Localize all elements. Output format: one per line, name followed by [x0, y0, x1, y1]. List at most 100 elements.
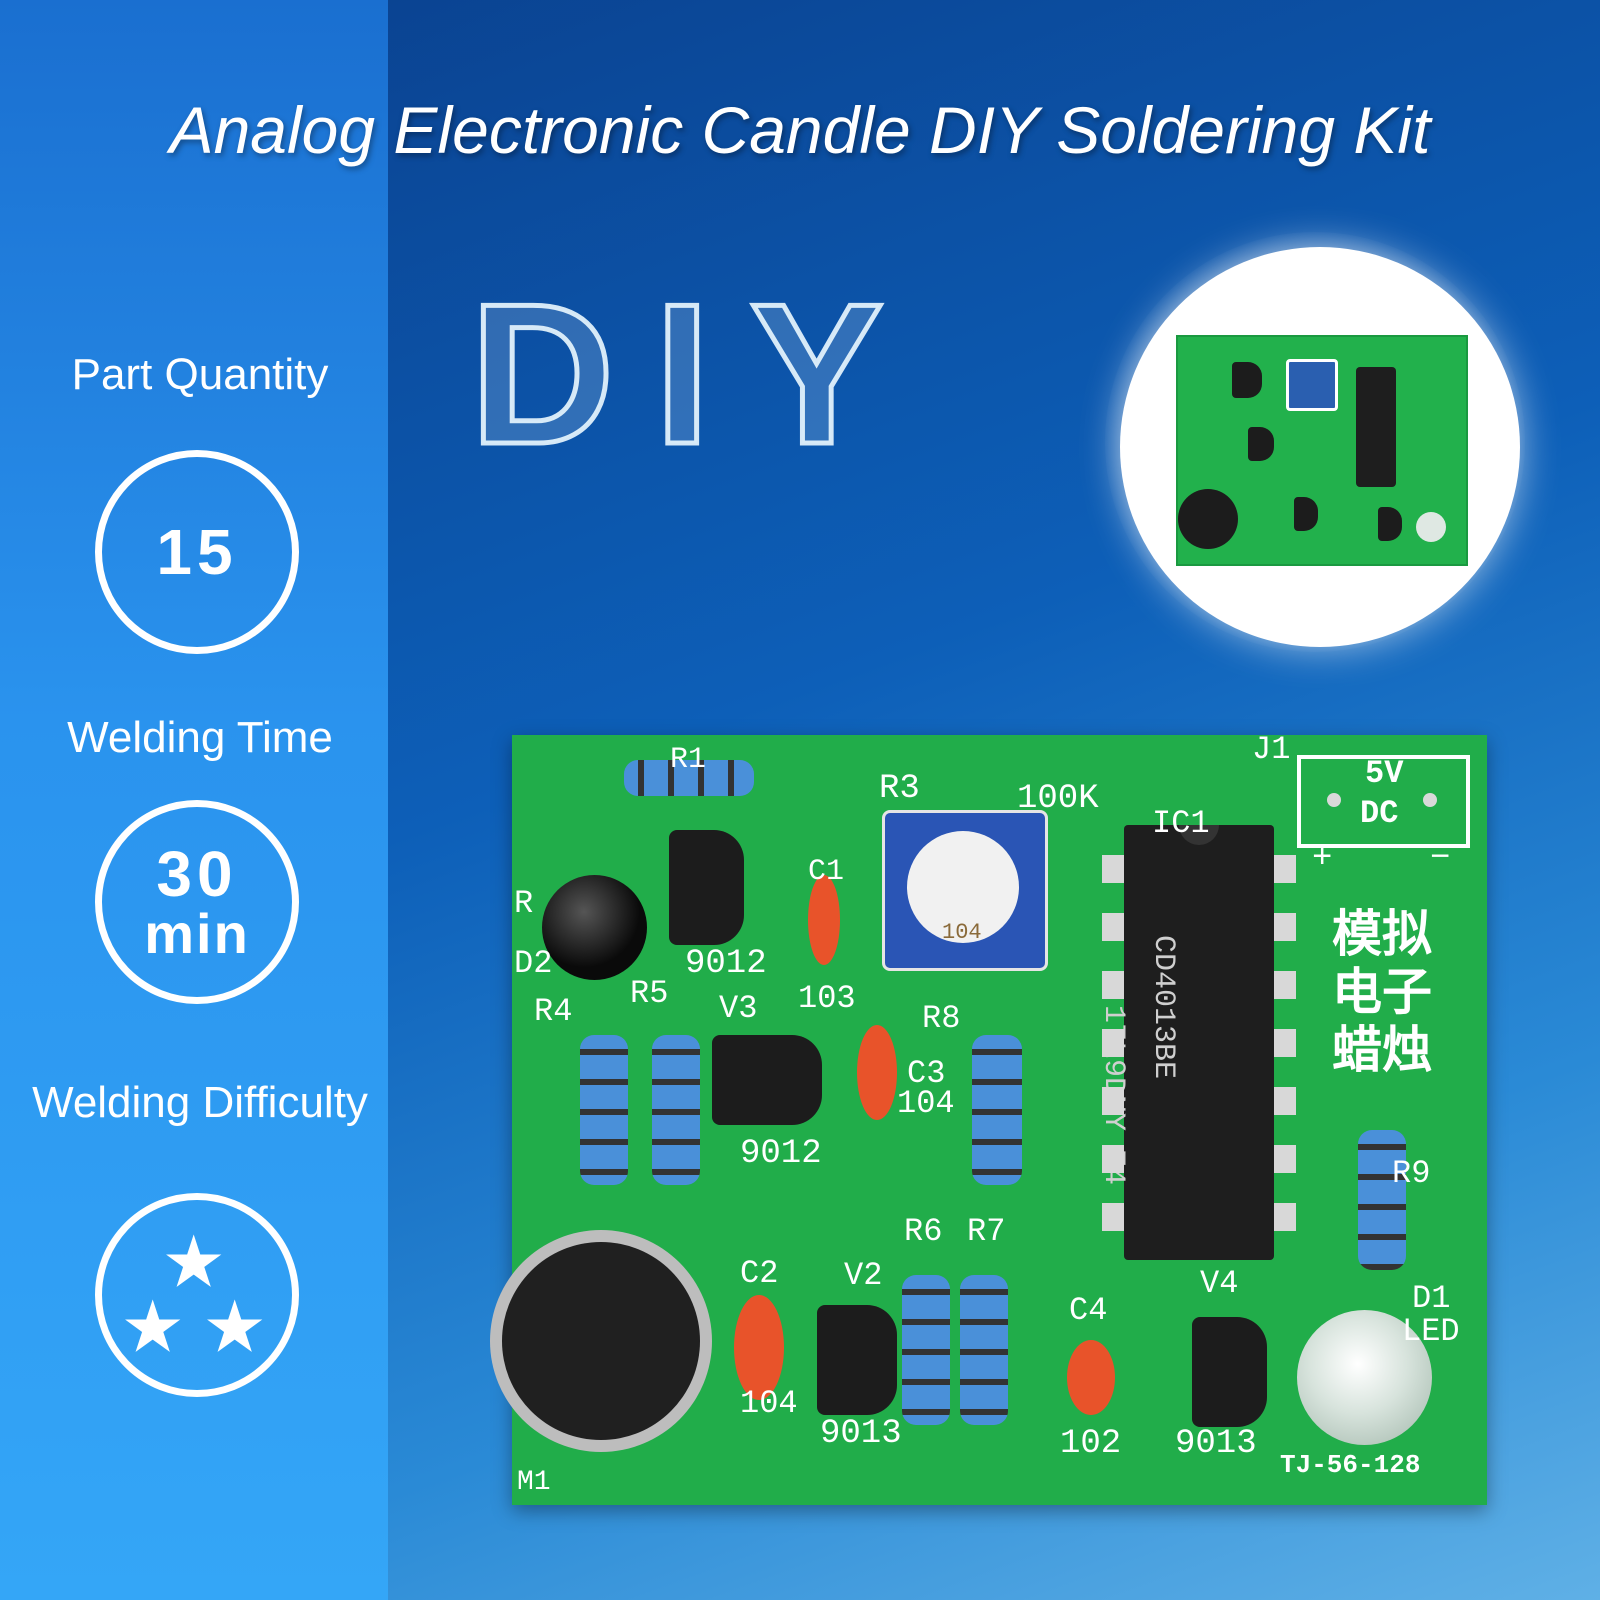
transistor-v2	[817, 1305, 897, 1415]
microphone-m1-shell	[490, 1230, 712, 1452]
silk-c4: C4	[1069, 1292, 1108, 1329]
thumb-potentiometer	[1286, 359, 1338, 411]
stat-circle-welding-difficulty: ★ ★ ★	[95, 1193, 299, 1397]
cn-line2: 电子	[1332, 963, 1432, 1021]
ic-pin	[1102, 1087, 1124, 1115]
resistor-r5	[652, 1035, 700, 1185]
capacitor-c1	[808, 875, 840, 965]
resistor-r4	[580, 1035, 628, 1185]
silk-v4-value: 9013	[1175, 1425, 1257, 1463]
silk-v2-value: 9013	[820, 1415, 902, 1453]
transistor-v3	[712, 1035, 822, 1125]
ic-notch	[1179, 825, 1219, 845]
capacitor-c2	[734, 1295, 784, 1400]
silk-c3: C3	[907, 1055, 946, 1092]
stat-unit-welding-time: min	[144, 902, 250, 965]
silk-d1: D1	[1412, 1280, 1451, 1317]
silk-ic-line2: CD4013BE	[1146, 935, 1180, 1080]
ic-pin	[1102, 971, 1124, 999]
capacitor-c3	[857, 1025, 897, 1120]
power-connector-outline	[1297, 755, 1470, 848]
silk-c2: C2	[740, 1255, 779, 1292]
pcb-board: R1 R D2 9012 C1 103 R3 100K 104 R4 R5 V3…	[490, 731, 1487, 1505]
stat-label-welding-difficulty: Welding Difficulty	[32, 1078, 368, 1127]
silk-c4-value: 102	[1060, 1425, 1122, 1463]
transistor-v4	[1192, 1317, 1267, 1427]
silk-m1: M1	[517, 1467, 551, 1498]
stat-label-part-quantity: Part Quantity	[71, 350, 329, 399]
silk-r9: R9	[1392, 1155, 1431, 1192]
page-title: Analog Electronic Candle DIY Soldering K…	[169, 93, 1431, 167]
silk-r4: R4	[534, 993, 573, 1030]
silk-r7: R7	[967, 1213, 1006, 1250]
resistor-r1	[624, 760, 754, 796]
potentiometer-r3	[882, 810, 1048, 971]
stat-label-welding-time: Welding Time	[67, 713, 333, 762]
silk-v4: V4	[1200, 1265, 1239, 1302]
pcb-thumbnail	[1176, 335, 1468, 566]
ic-pin	[1274, 1145, 1296, 1173]
pot-dial	[907, 831, 1019, 943]
thumb-transistor	[1248, 427, 1274, 461]
silk-v2: V2	[844, 1257, 883, 1294]
ic-pin	[1274, 1203, 1296, 1231]
star-icon: ★	[165, 1226, 223, 1298]
silk-c3-value: 104	[897, 1085, 955, 1122]
silk-r5: R5	[630, 975, 669, 1012]
microphone-mesh	[502, 1242, 700, 1440]
silk-board-code: TJ-56-128	[1280, 1450, 1421, 1480]
silk-r1: R1	[670, 743, 707, 777]
silk-c1: C1	[808, 855, 845, 889]
difficulty-stars: ★ ★ ★	[102, 1200, 292, 1390]
ic-pin	[1102, 1029, 1124, 1057]
stat-value-part-quantity: 15	[156, 516, 238, 588]
thumb-transistor	[1232, 362, 1262, 398]
silk-plus: +	[1312, 840, 1333, 878]
cn-line3: 蜡烛	[1332, 1021, 1432, 1079]
ic-pin	[1274, 1029, 1296, 1057]
phototransistor-d2	[542, 875, 647, 980]
stat-circle-welding-time: 30 min	[95, 800, 299, 1004]
star-icon: ★	[206, 1291, 264, 1363]
stat-circle-part-quantity: 15	[95, 450, 299, 654]
silk-r8: R8	[922, 1000, 961, 1037]
ic-pin	[1102, 1145, 1124, 1173]
ic-pin	[1274, 855, 1296, 883]
resistor-r8	[972, 1035, 1022, 1185]
thumb-transistor	[1378, 507, 1402, 541]
silk-minus: −	[1430, 840, 1451, 878]
silk-c2-value: 104	[740, 1385, 798, 1422]
transistor-v1	[669, 830, 744, 945]
resistor-r9	[1358, 1130, 1406, 1270]
power-pad-plus	[1327, 793, 1341, 807]
silk-r2: R	[514, 885, 534, 922]
resistor-r6	[902, 1275, 950, 1425]
silk-ic1: IC1	[1152, 805, 1210, 842]
capacitor-c4	[1067, 1340, 1115, 1415]
silk-v1-value: 9012	[685, 945, 767, 983]
silk-r3: R3	[879, 770, 920, 808]
stat-value-welding-time: 30	[156, 838, 238, 910]
silk-power-label2: DC	[1360, 795, 1399, 832]
silk-j1: J1	[1252, 731, 1291, 768]
silk-d2: D2	[514, 945, 553, 982]
cn-line1: 模拟	[1332, 905, 1432, 963]
diy-outline-text: DIY	[467, 263, 924, 486]
ic-pin	[1274, 1087, 1296, 1115]
resistor-r7	[960, 1275, 1008, 1425]
silk-pot-code: 104	[942, 920, 982, 945]
ic-cd4013	[1124, 825, 1274, 1260]
silk-pot-value: 100K	[1017, 780, 1099, 818]
ic-pin	[1274, 971, 1296, 999]
silk-r6: R6	[904, 1213, 943, 1250]
silk-power-label1: 5V	[1365, 755, 1404, 792]
thumb-transistor	[1294, 497, 1318, 531]
thumb-microphone	[1178, 489, 1238, 549]
power-pad-minus	[1423, 793, 1437, 807]
cn-label: 模拟 电子 蜡烛	[1332, 905, 1432, 1079]
thumb-ic-chip	[1356, 367, 1396, 487]
silk-c1-value: 103	[798, 980, 856, 1017]
silk-v3: V3	[719, 990, 758, 1027]
silk-led: LED	[1402, 1313, 1460, 1350]
